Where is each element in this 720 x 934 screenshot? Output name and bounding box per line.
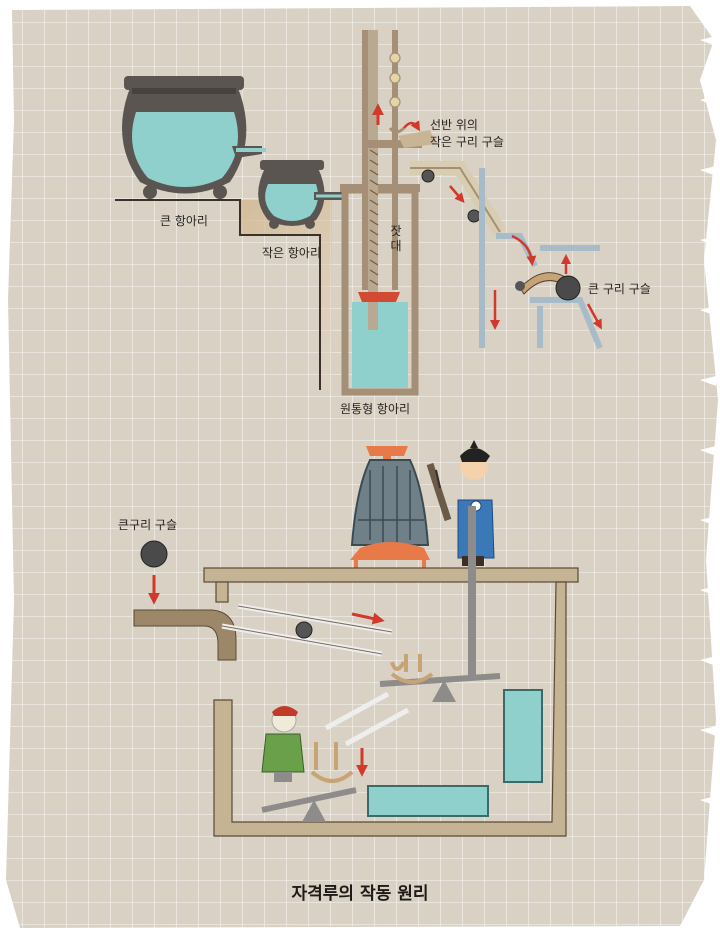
- label-big-ball-top: 큰 구리 구슬: [588, 282, 651, 296]
- label-big-jar: 큰 항아리: [160, 214, 208, 228]
- big-ball-top: [555, 275, 581, 301]
- label-cylinder-jar: 원통형 항아리: [340, 402, 411, 416]
- big-ball-left: [140, 540, 168, 568]
- small-ball-2: [467, 209, 481, 223]
- label-float-rod: 잣대: [390, 224, 402, 253]
- label-small-jar: 작은 항아리: [262, 246, 322, 260]
- rolling-ball: [295, 621, 313, 639]
- small-ball-1: [421, 169, 435, 183]
- ball-on-lever: [515, 281, 525, 291]
- float-rod: [358, 30, 422, 330]
- label-small-ball-shelf-1: 선반 위의: [430, 118, 478, 132]
- bell: [350, 446, 430, 568]
- label-big-ball-left: 큰구리 구슬: [118, 518, 178, 532]
- lever-lower: [261, 742, 357, 822]
- tank-right: [503, 689, 543, 783]
- big-jar: [122, 76, 266, 199]
- lever-upper: [379, 654, 501, 702]
- binder-notches: [700, 36, 716, 806]
- ball-tube: [388, 52, 436, 148]
- tank-bottom: [367, 785, 489, 817]
- diagram-caption: 자격루의 작동 원리: [291, 884, 429, 904]
- label-small-ball-shelf-2: 작은 구리 구슬: [430, 135, 504, 149]
- chute: [410, 161, 506, 236]
- doll: [261, 706, 305, 782]
- lower-slides: [324, 691, 410, 747]
- mechanism-frame: [203, 506, 579, 837]
- cylinder-jar: [340, 184, 420, 396]
- ball-ramp: [133, 603, 393, 661]
- small-jar: [258, 160, 344, 229]
